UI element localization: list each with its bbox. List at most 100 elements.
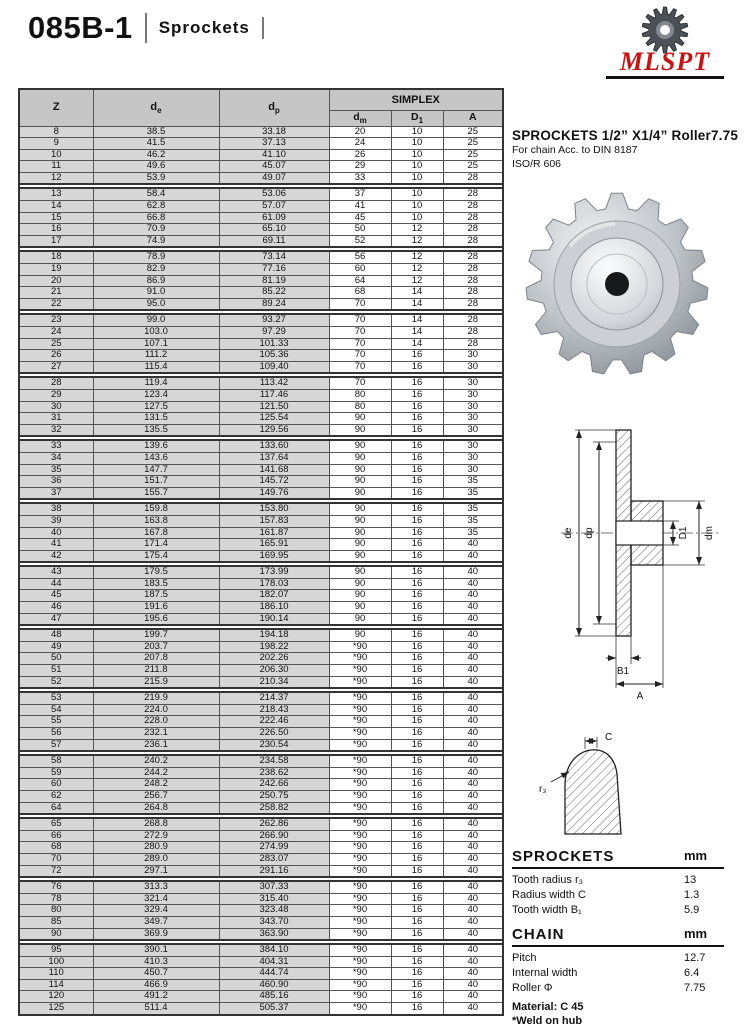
cell-a: 40 <box>442 727 504 740</box>
cell-dp: 234.58 <box>218 754 330 768</box>
cell-a: 40 <box>442 715 504 728</box>
col-header-de: de <box>92 88 220 127</box>
cell-de: 167.8 <box>92 526 220 540</box>
cell-d1: 12 <box>390 250 444 265</box>
cell-dm: *90 <box>328 801 392 815</box>
cell-dp: 133.60 <box>218 439 330 453</box>
cell-z: 31 <box>18 412 94 425</box>
cell-dm: *90 <box>328 927 392 941</box>
group-gap <box>17 876 505 883</box>
cell-a: 40 <box>442 801 504 815</box>
cell-dm: 90 <box>328 565 392 579</box>
cell-dp: 61.09 <box>218 211 330 225</box>
cell-dp: 291.16 <box>218 864 330 878</box>
cell-a: 28 <box>442 297 504 311</box>
cell-de: 410.3 <box>92 955 220 969</box>
cell-a: 40 <box>442 841 504 854</box>
cell-z: 29 <box>18 388 94 402</box>
cell-de: 240.2 <box>92 754 220 768</box>
cell-dp: 109.40 <box>218 360 330 374</box>
dim-label-de: de <box>563 527 574 539</box>
cell-z: 20 <box>18 274 94 288</box>
cell-dm: *90 <box>328 955 392 969</box>
product-heading: SPROCKETS 1/2” X1/4” Roller7.75 <box>512 128 739 143</box>
cell-z: 24 <box>18 326 94 339</box>
cell-d1: 16 <box>390 463 444 477</box>
cell-d1: 16 <box>390 628 444 642</box>
cell-dp: 485.16 <box>218 990 330 1004</box>
cell-dm: *90 <box>328 892 392 906</box>
cell-de: 280.9 <box>92 841 220 854</box>
cell-dm: *90 <box>328 1002 392 1016</box>
cell-de: 66.8 <box>92 211 220 225</box>
col-label: A <box>468 110 477 123</box>
cell-de: 53.9 <box>92 171 220 185</box>
cell-de: 127.5 <box>92 400 220 414</box>
cell-a: 40 <box>442 565 504 579</box>
cell-z: 44 <box>18 577 94 591</box>
cell-d1: 12 <box>390 234 444 248</box>
cell-de: 171.4 <box>92 538 220 551</box>
cell-d1: 16 <box>390 943 444 957</box>
cell-d1: 16 <box>390 778 444 791</box>
cell-z: 30 <box>18 400 94 414</box>
cell-z: 28 <box>18 376 94 390</box>
cell-dm: 52 <box>328 234 392 248</box>
col-label: D <box>410 110 419 123</box>
cell-d1: 10 <box>390 160 444 173</box>
cell-a: 28 <box>442 250 504 265</box>
cell-de: 187.5 <box>92 589 220 603</box>
group-gap <box>17 498 505 505</box>
sprocket-photo <box>515 186 720 386</box>
cell-a: 28 <box>442 313 504 328</box>
cell-dp: 153.80 <box>218 502 330 516</box>
cell-de: 219.9 <box>92 691 220 705</box>
product-standard: For chain Acc. to DIN 8187 <box>512 144 638 156</box>
spec-label: Tooth width B₁ <box>512 904 582 916</box>
cell-dm: 70 <box>328 337 392 351</box>
cell-z: 114 <box>18 978 94 992</box>
cell-dm: 90 <box>328 628 392 642</box>
cell-dp: 97.29 <box>218 326 330 339</box>
cell-a: 28 <box>442 211 504 225</box>
cell-dm: *90 <box>328 664 392 677</box>
cell-d1: 10 <box>390 171 444 185</box>
page-title: 085B-1 <box>28 10 133 45</box>
cell-d1: 16 <box>390 376 444 390</box>
cell-d1: 16 <box>390 514 444 528</box>
cell-dp: 202.26 <box>218 652 330 666</box>
cell-a: 40 <box>442 577 504 591</box>
cell-z: 35 <box>18 463 94 477</box>
cell-de: 62.8 <box>92 200 220 213</box>
col-header-a: A <box>442 109 504 127</box>
cell-a: 40 <box>442 904 504 917</box>
col-header-simplex: SIMPLEX <box>328 88 504 111</box>
cell-a: 40 <box>442 955 504 969</box>
cell-de: 115.4 <box>92 360 220 374</box>
cell-a: 25 <box>442 148 504 162</box>
cell-z: 68 <box>18 841 94 854</box>
cell-dm: 70 <box>328 376 392 390</box>
cell-a: 40 <box>442 664 504 677</box>
cell-d1: 16 <box>390 388 444 402</box>
cell-dp: 444.74 <box>218 967 330 980</box>
cell-z: 18 <box>18 250 94 265</box>
dim-label-dm: dm <box>704 526 715 540</box>
cell-dm: 90 <box>328 451 392 465</box>
table-header: Z de dp SIMPLEX dm D1 A <box>18 88 504 127</box>
cell-z: 25 <box>18 337 94 351</box>
